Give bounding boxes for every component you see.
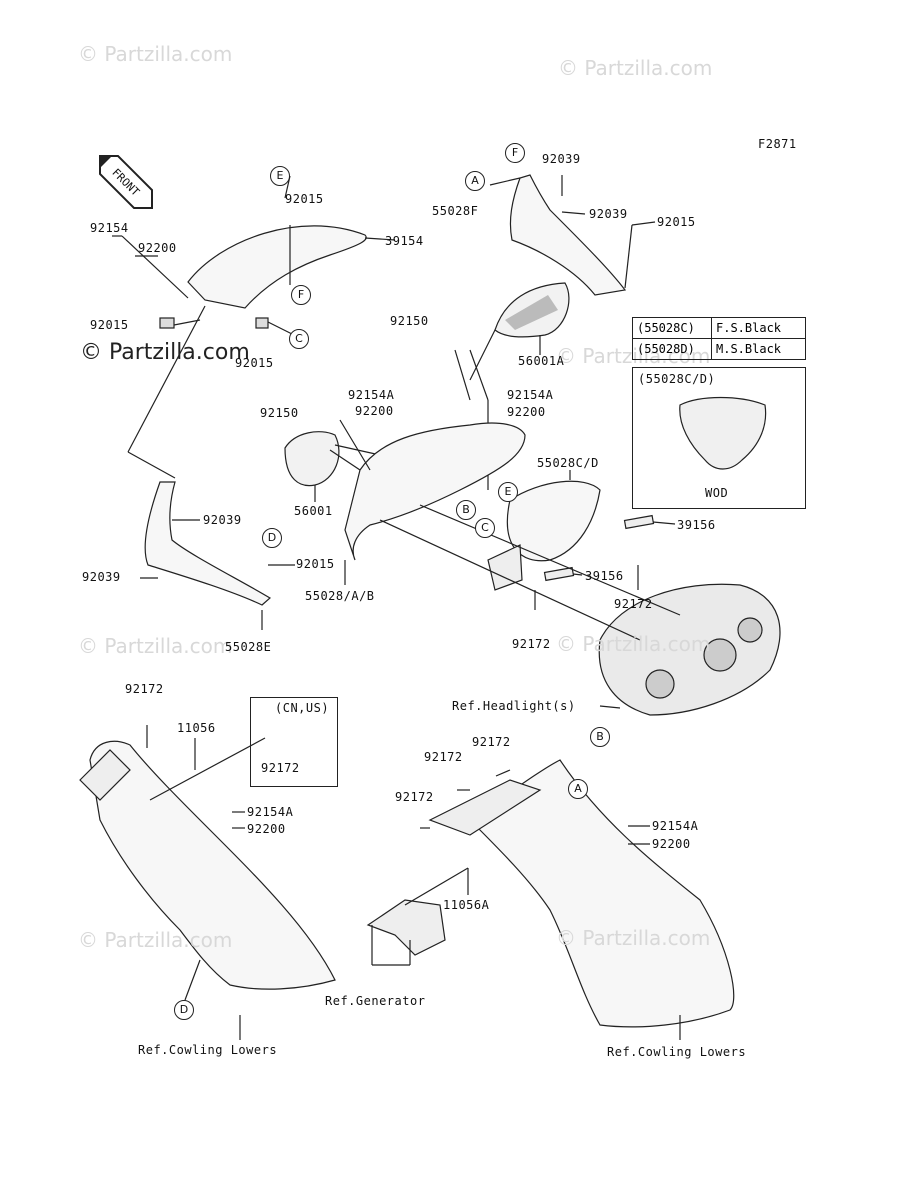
part-label: 92200 <box>507 405 546 419</box>
part-label: 92154 <box>90 221 129 235</box>
part-label: 92154A <box>652 819 699 833</box>
region-inset <box>250 697 338 787</box>
color-name: F.S.Black <box>716 321 782 335</box>
color-table-row: (55028C) F.S.Black <box>633 318 805 339</box>
part-label: 92172 <box>395 790 434 804</box>
color-code: (55028D) <box>633 339 712 359</box>
part-label: 39156 <box>677 518 716 532</box>
part-label: 92154A <box>247 805 294 819</box>
callout-f: F <box>505 143 525 163</box>
watermark: © Partzilla.com <box>78 928 233 952</box>
part-label: 92200 <box>652 837 691 851</box>
part-label: 92015 <box>235 356 274 370</box>
part-label: 92200 <box>138 241 177 255</box>
part-label: 92039 <box>203 513 242 527</box>
side-cowl-right <box>469 759 735 1028</box>
part-label: 11056A <box>443 898 490 912</box>
part-label: 92154A <box>507 388 554 402</box>
watermark: © Partzilla.com <box>556 344 711 368</box>
part-label: 92200 <box>355 404 394 418</box>
callout-a: A <box>465 171 485 191</box>
part-label: 39154 <box>385 234 424 248</box>
part-label: 55028/A/B <box>305 589 375 603</box>
ref-cowling-right: Ref.Cowling Lowers <box>607 1045 747 1059</box>
part-label: 92172 <box>614 597 653 611</box>
ref-headlight: Ref.Headlight(s) <box>452 699 576 713</box>
part-label: 92015 <box>657 215 696 229</box>
side-cowl-left <box>89 740 336 990</box>
windscreen-part <box>187 225 367 309</box>
part-label: 92172 <box>261 761 300 775</box>
part-label: 92039 <box>82 570 121 584</box>
watermark-main: © Partzilla.com <box>80 340 250 365</box>
part-label: 55028C/D <box>537 456 599 470</box>
part-label: 92150 <box>390 314 429 328</box>
callout-f: F <box>291 285 311 305</box>
headlight-assembly <box>598 583 781 716</box>
callout-e: E <box>270 166 290 186</box>
part-label: 92154A <box>348 388 395 402</box>
wod-caption: WOD <box>705 486 729 500</box>
part-label: 92172 <box>424 750 463 764</box>
part-label: 92150 <box>260 406 299 420</box>
part-label: 92015 <box>296 557 335 571</box>
callout-b: B <box>590 727 610 747</box>
inner-cover-left <box>144 481 272 606</box>
front-arrow-icon: FRONT <box>99 155 153 209</box>
color-code: (55028C) <box>633 318 712 338</box>
callout-a: A <box>568 779 588 799</box>
color-table: (55028C) F.S.Black (55028D) M.S.Black <box>632 317 806 360</box>
part-label: 55028F <box>432 204 479 218</box>
part-label: 92172 <box>472 735 511 749</box>
watermark: © Partzilla.com <box>78 634 233 658</box>
part-label: 92015 <box>90 318 129 332</box>
part-label: 92172 <box>512 637 551 651</box>
callout-c: C <box>289 329 309 349</box>
wod-inset <box>632 367 806 509</box>
part-label: 56001A <box>518 354 565 368</box>
color-table-row: (55028D) M.S.Black <box>633 339 805 359</box>
part-label: 56001 <box>294 504 333 518</box>
ref-generator: Ref.Generator <box>325 994 426 1008</box>
callout-d: D <box>262 528 282 548</box>
region-inset-title: (CN,US) <box>275 701 330 715</box>
color-name: M.S.Black <box>716 342 782 356</box>
callout-e: E <box>498 482 518 502</box>
mirror-left <box>284 431 340 487</box>
part-label: 11056 <box>177 721 216 735</box>
part-label: 92200 <box>247 822 286 836</box>
watermark: © Partzilla.com <box>78 42 233 66</box>
ref-cowling-left: Ref.Cowling Lowers <box>138 1043 278 1057</box>
diagram-code: F2871 <box>758 137 797 151</box>
callout-d: D <box>174 1000 194 1020</box>
part-label: 92039 <box>589 207 628 221</box>
part-label: 55028E <box>225 640 272 654</box>
callout-b: B <box>456 500 476 520</box>
part-label: 39156 <box>585 569 624 583</box>
inner-cover-upper <box>509 174 627 296</box>
part-label: 92172 <box>125 682 164 696</box>
wod-inset-title: (55028C/D) <box>638 372 716 386</box>
part-label: 92039 <box>542 152 581 166</box>
upper-cowl <box>344 422 526 561</box>
center-fairing <box>506 480 601 562</box>
callout-c: C <box>475 518 495 538</box>
part-label: 92015 <box>285 192 324 206</box>
watermark: © Partzilla.com <box>558 56 713 80</box>
watermark: © Partzilla.com <box>556 926 711 950</box>
watermark: © Partzilla.com <box>556 632 711 656</box>
wod-fairing <box>679 396 767 470</box>
